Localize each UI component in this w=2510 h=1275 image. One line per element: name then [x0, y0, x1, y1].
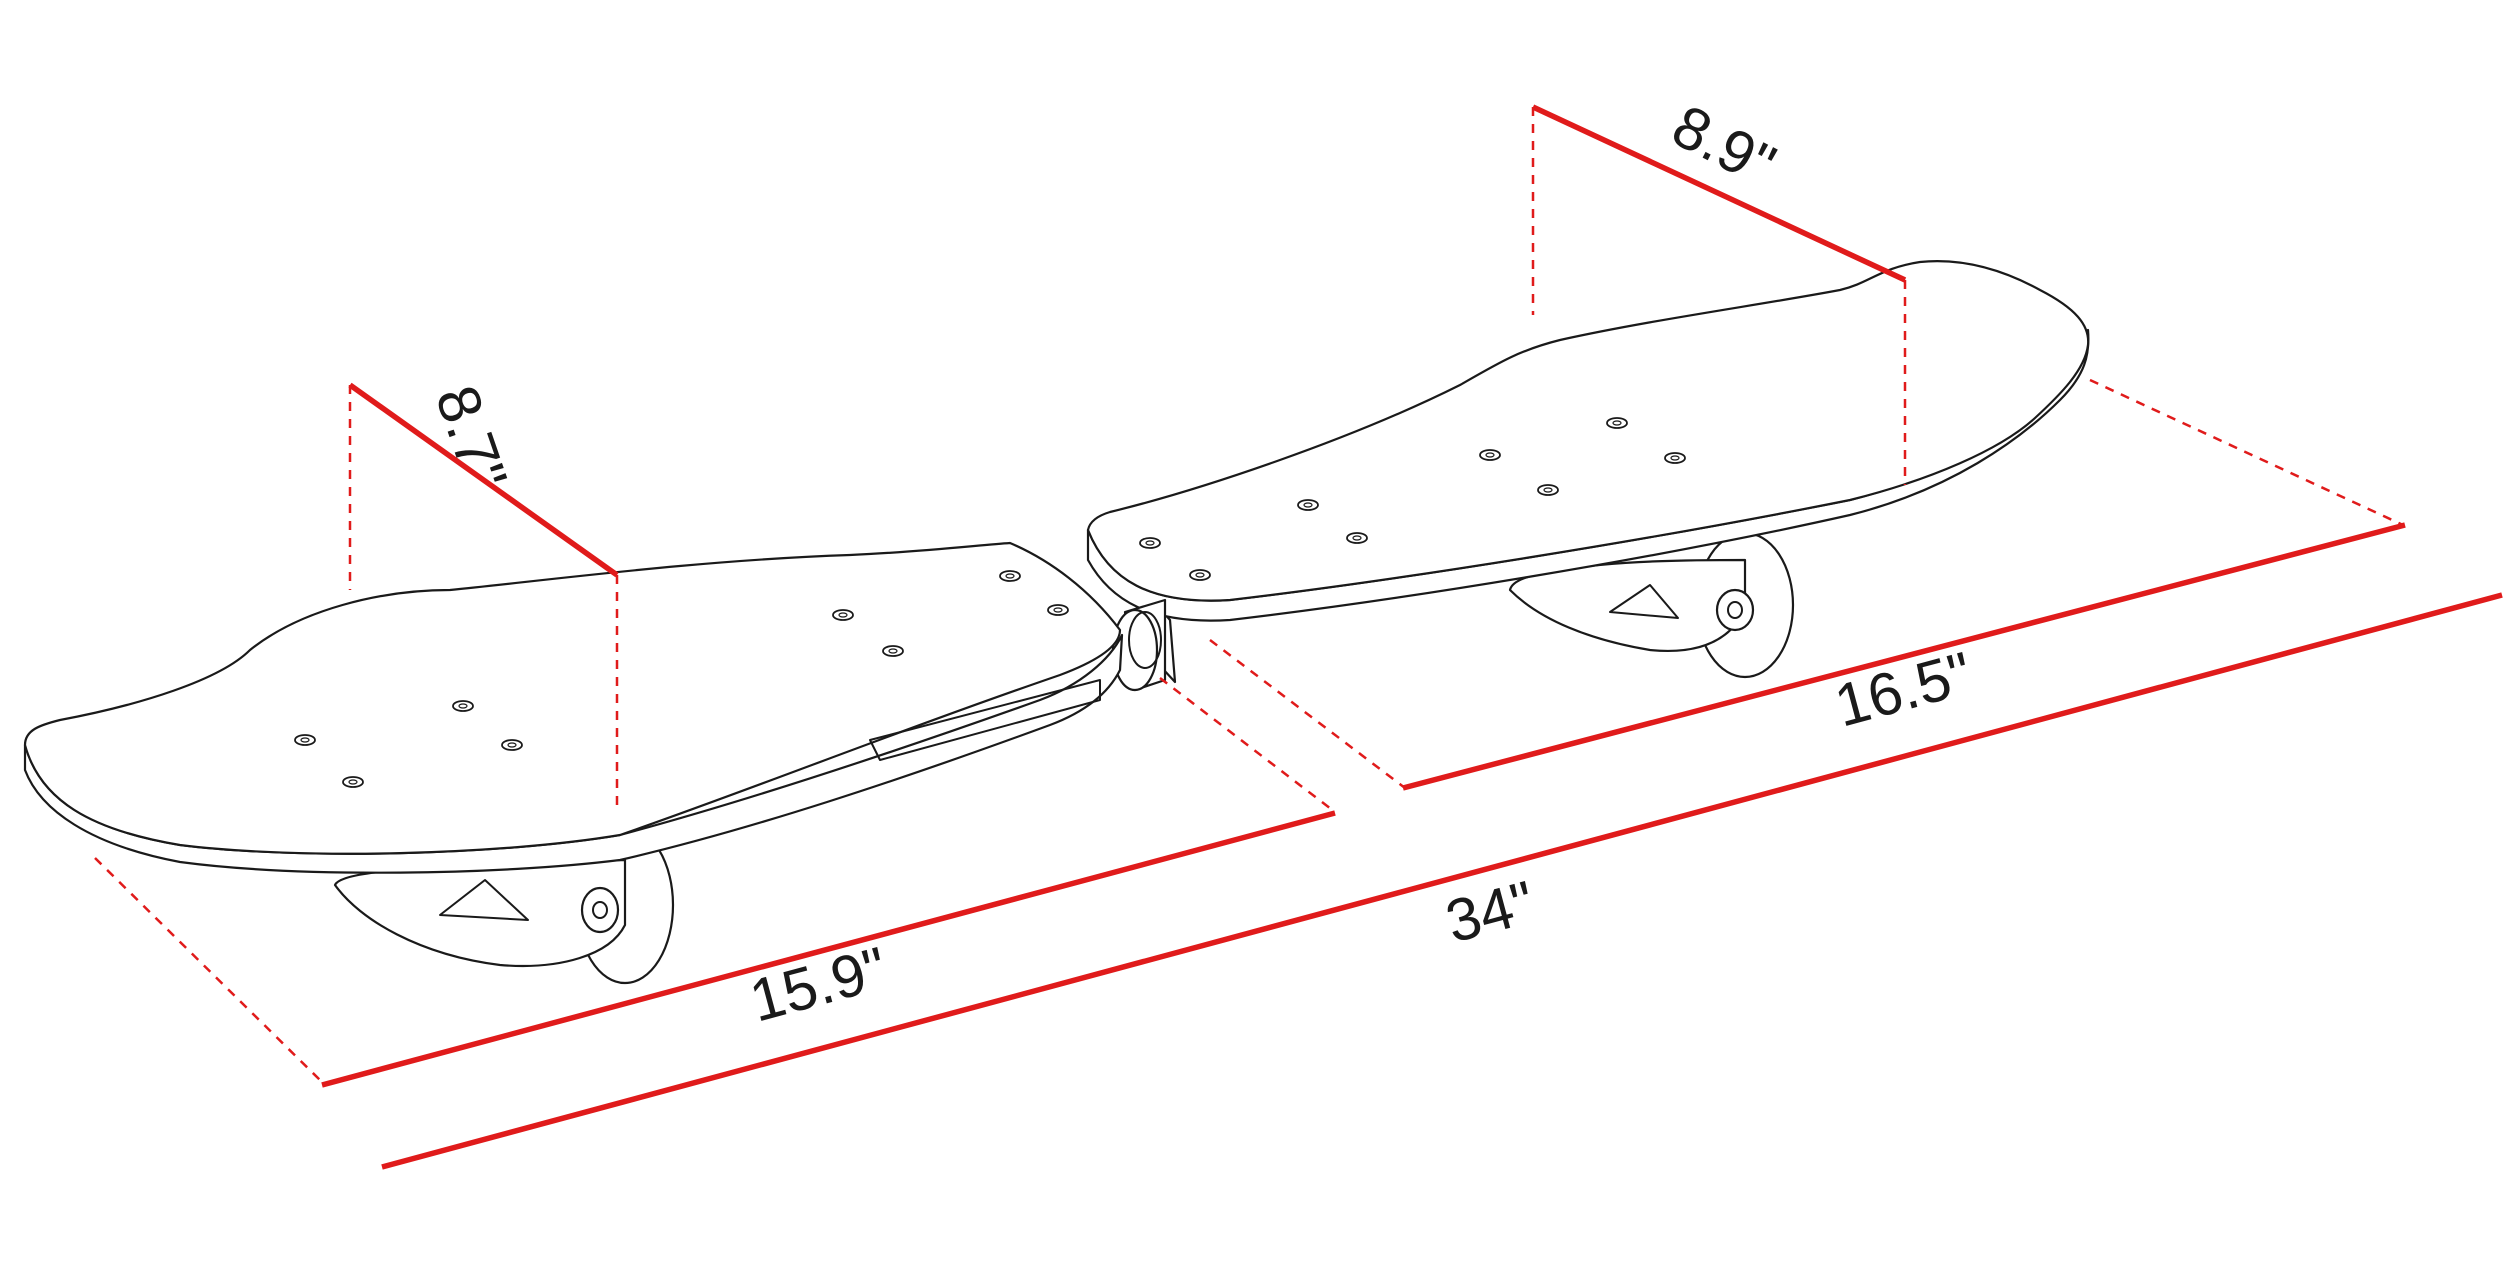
rear-length-label: 16.5"	[1828, 639, 1979, 739]
front-length-ext-right	[1159, 677, 1336, 813]
rear-length-ext-right	[2089, 378, 2404, 527]
front-length-line	[321, 810, 1336, 1088]
front-width-line	[348, 382, 619, 578]
overall-length-label: 34"	[1439, 868, 1541, 956]
rear-width-line	[1531, 104, 1907, 283]
front-neck-plate	[869, 679, 1101, 761]
overall-length-line	[381, 592, 2503, 1170]
front-deck-top	[23, 541, 1122, 855]
rear-deck-top	[1086, 260, 2090, 602]
rear-width-label: 8.9"	[1662, 92, 1786, 199]
center-pivot	[1111, 598, 1167, 692]
front-wheel	[333, 825, 675, 985]
front-length-ext-left	[94, 857, 323, 1083]
front-width-label: 8.7"	[423, 377, 520, 498]
front-deck-assembly	[23, 541, 1167, 985]
rear-deck-assembly	[1086, 260, 2090, 684]
rear-deck-screws	[1139, 417, 1686, 581]
front-deck-screws	[294, 570, 1069, 788]
front-length-label: 15.9"	[743, 934, 894, 1034]
rear-length-ext-left	[1209, 639, 1406, 789]
rear-length-line	[1402, 522, 2406, 791]
